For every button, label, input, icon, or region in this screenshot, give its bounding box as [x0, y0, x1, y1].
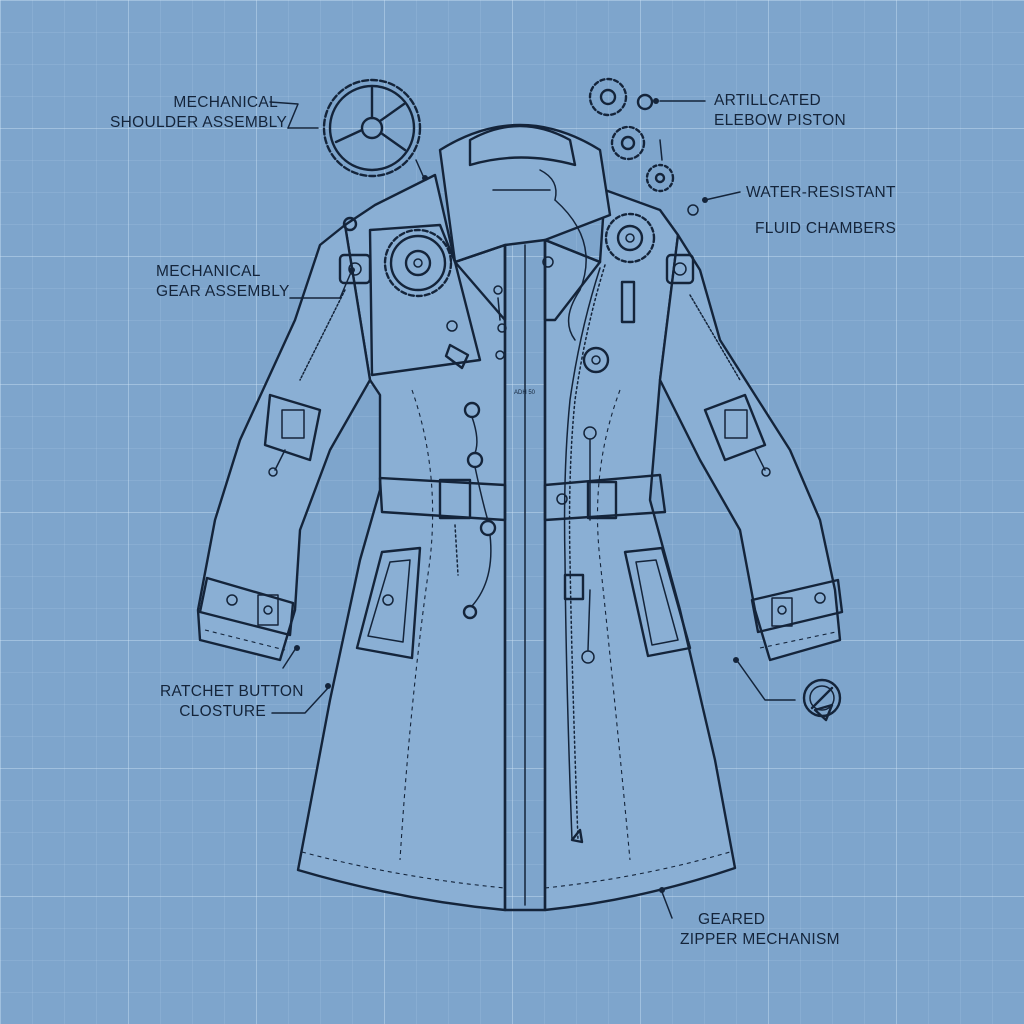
coat-body — [296, 173, 737, 912]
label-fluid-chambers: FLUID CHAMBERS — [755, 219, 896, 239]
zipper — [542, 199, 610, 844]
label-gear-line2: GEAR ASSEMBLY — [156, 283, 290, 300]
right-shoulder-gear — [604, 212, 656, 324]
storm-flap — [368, 223, 482, 377]
pockets — [355, 546, 692, 660]
right-arm-mechanism — [665, 253, 771, 477]
label-zipper-line1: GEARED — [698, 911, 766, 928]
label-water-line1: WATER-RESISTANT — [746, 184, 896, 201]
small-gears-top — [588, 77, 699, 216]
label-elbow-piston: ARTILLCATED ELEBOW PISTON — [714, 91, 846, 131]
label-shoulder-line2: SHOULDER ASSEMBLY — [110, 114, 288, 131]
label-shoulder-line1: MECHANICAL — [173, 94, 278, 111]
label-ratchet-line2: CLOSTURE — [179, 703, 266, 720]
label-gear-assembly: MECHANICAL GEAR ASSEMBLY — [156, 262, 290, 302]
label-zipper-line2: ZIPPER MECHANISM — [680, 931, 840, 948]
label-ratchet-button: RATCHET BUTTON CLOSTURE — [160, 682, 304, 722]
shoulder-gear-large — [322, 78, 422, 178]
chest-gear — [383, 228, 453, 298]
label-water-resistant: WATER-RESISTANT — [746, 183, 896, 203]
leader-lines — [269, 98, 796, 919]
detail-badge-icon — [802, 678, 842, 722]
button-chain — [454, 285, 507, 620]
right-sleeve — [658, 233, 844, 662]
label-shoulder-assembly: MECHANICAL SHOULDER ASSEMBLY — [110, 93, 288, 133]
label-geared-zipper: GEARED ZIPPER MECHANISM — [680, 910, 840, 950]
label-water-line2: FLUID CHAMBERS — [755, 220, 897, 237]
left-arm-mechanism — [263, 216, 372, 477]
label-elbow-line1: ARTILLCATED — [714, 92, 821, 109]
belt — [378, 473, 667, 522]
label-elbow-line2: ELEBOW PISTON — [714, 112, 846, 129]
left-sleeve — [196, 223, 372, 662]
chest-tag: ADH 50 — [514, 390, 536, 396]
label-ratchet-line1: RATCHET BUTTON — [160, 683, 304, 700]
label-gear-line1: MECHANICAL — [156, 263, 261, 280]
